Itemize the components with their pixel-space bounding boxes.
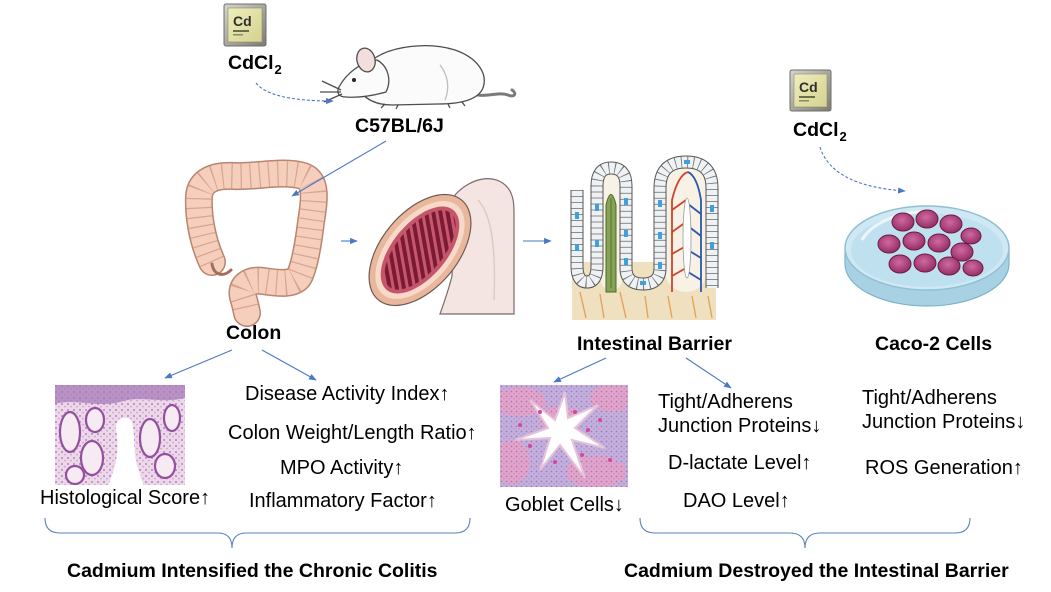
goblet-cells-text: Goblet Cells↓ — [505, 494, 624, 516]
mouse-strain-label: C57BL/6J — [355, 115, 444, 137]
caco2-cell-cluster — [877, 209, 984, 277]
reagent-subscript: 2 — [274, 62, 282, 77]
intestinal-barrier-label: Intestinal Barrier — [577, 333, 732, 355]
ros-generation-text: ROS Generation↑ — [865, 457, 1023, 479]
colitis-conclusion: Cadmium Intensified the Chronic Colitis — [67, 560, 438, 582]
colon-histology-micrograph — [55, 385, 185, 485]
colon-weight-length-text: Colon Weight/Length Ratio↑ — [228, 422, 477, 444]
arrow-colon-to-indices — [261, 349, 317, 381]
right-reagent-label: CdCl2 — [793, 119, 847, 144]
arrow-mouse-to-colon — [291, 140, 387, 197]
petri-dish-cells-illustration — [844, 205, 1010, 307]
arrow-cdcl2-to-cells — [819, 146, 906, 194]
colon-illustration — [199, 174, 314, 313]
reagent-formula: CdCl — [228, 52, 274, 74]
intestinal-villi-illustration — [572, 160, 716, 320]
d-lactate-text: D-lactate Level↑ — [668, 452, 812, 474]
cell-junction-text-line1: Tight/Adherens — [862, 387, 997, 409]
arrow-cdcl2-to-mouse — [255, 82, 334, 105]
cadmium-element-tile-icon: Cd — [789, 69, 832, 112]
mpo-activity-text: MPO Activity↑ — [280, 457, 404, 479]
intestine-cross-section-illustration — [368, 178, 515, 315]
left-summary-brace — [44, 517, 471, 549]
barrier-conclusion: Cadmium Destroyed the Intestinal Barrier — [624, 560, 1009, 582]
cell-junction-text-line2: Junction Proteins↓ — [862, 411, 1026, 433]
mouse-illustration — [320, 45, 517, 110]
barrier-junction-text-line2: Junction Proteins↓ — [658, 415, 822, 437]
cadmium-element-tile-icon: Cd — [223, 3, 267, 47]
arrow-barrier-to-junctions — [685, 357, 732, 389]
element-symbol: Cd — [799, 79, 818, 95]
reagent-formula: CdCl — [793, 119, 839, 141]
inflammatory-factor-text: Inflammatory Factor↑ — [249, 490, 437, 512]
right-summary-brace — [639, 517, 971, 549]
element-symbol: Cd — [233, 13, 252, 29]
barrier-junction-text-line1: Tight/Adherens — [658, 391, 793, 413]
disease-activity-index-text: Disease Activity Index↑ — [245, 383, 450, 405]
caco2-cells-label: Caco-2 Cells — [875, 333, 993, 355]
reagent-subscript: 2 — [839, 129, 847, 144]
colon-label: Colon — [226, 322, 282, 344]
arrow-barrier-to-goblet — [553, 357, 607, 383]
left-reagent-label: CdCl2 — [228, 52, 282, 77]
goblet-cell-histology-micrograph — [500, 385, 628, 487]
dao-level-text: DAO Level↑ — [683, 490, 790, 512]
arrow-colon-to-histology — [164, 349, 233, 379]
histological-score-text: Histological Score↑ — [40, 487, 211, 509]
